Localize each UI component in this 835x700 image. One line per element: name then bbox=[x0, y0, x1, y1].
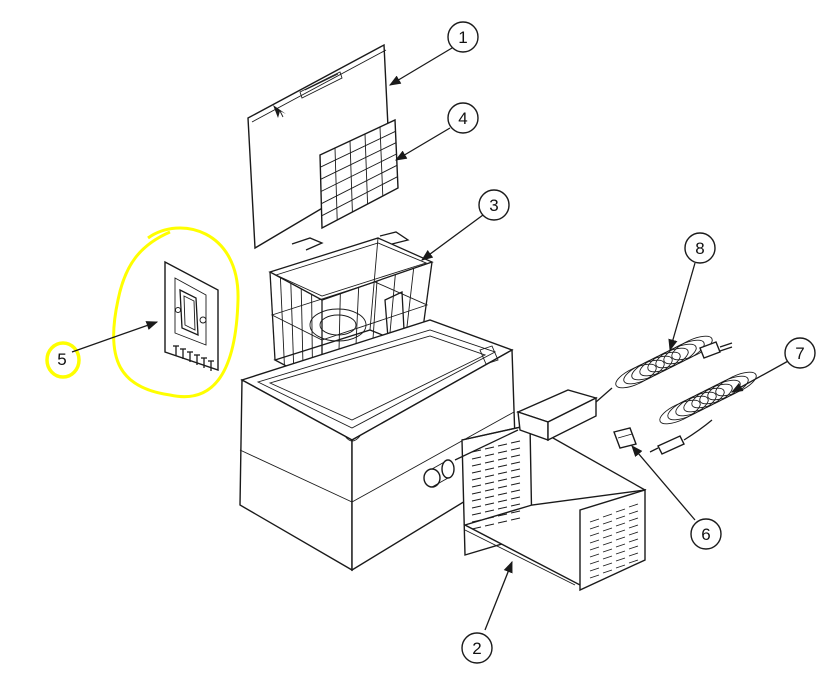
highlight-circle-5 bbox=[45, 341, 81, 379]
callout-6: 6 bbox=[690, 518, 722, 550]
callout-8-label: 8 bbox=[695, 239, 704, 258]
callout-2: 2 bbox=[461, 632, 493, 664]
grid-panel-part bbox=[319, 118, 399, 230]
highlight-loop bbox=[112, 226, 240, 399]
callout-2-label: 2 bbox=[472, 639, 481, 658]
callout-3: 3 bbox=[478, 189, 510, 221]
vented-base-part bbox=[461, 424, 647, 592]
callout-5-label: 5 bbox=[57, 350, 66, 369]
callout-3-label: 3 bbox=[489, 196, 498, 215]
dc-cord-part bbox=[649, 371, 757, 455]
callout-4-label: 4 bbox=[458, 109, 467, 128]
tag-part bbox=[613, 427, 637, 449]
ac-cord-part bbox=[615, 335, 733, 389]
bracket-panel-part bbox=[164, 260, 219, 371]
callout-4: 4 bbox=[447, 102, 479, 134]
callout-8: 8 bbox=[684, 232, 716, 264]
leader-lines bbox=[71, 47, 791, 631]
callout-7: 7 bbox=[784, 337, 816, 369]
callout-1-label: 1 bbox=[458, 28, 467, 47]
callout-1: 1 bbox=[447, 21, 479, 53]
callout-7-label: 7 bbox=[795, 344, 804, 363]
callout-6-label: 6 bbox=[701, 525, 710, 544]
callout-5: 5 bbox=[57, 350, 66, 369]
cooler-body bbox=[239, 319, 517, 572]
lid-part bbox=[247, 43, 391, 250]
power-adapter bbox=[454, 387, 613, 461]
